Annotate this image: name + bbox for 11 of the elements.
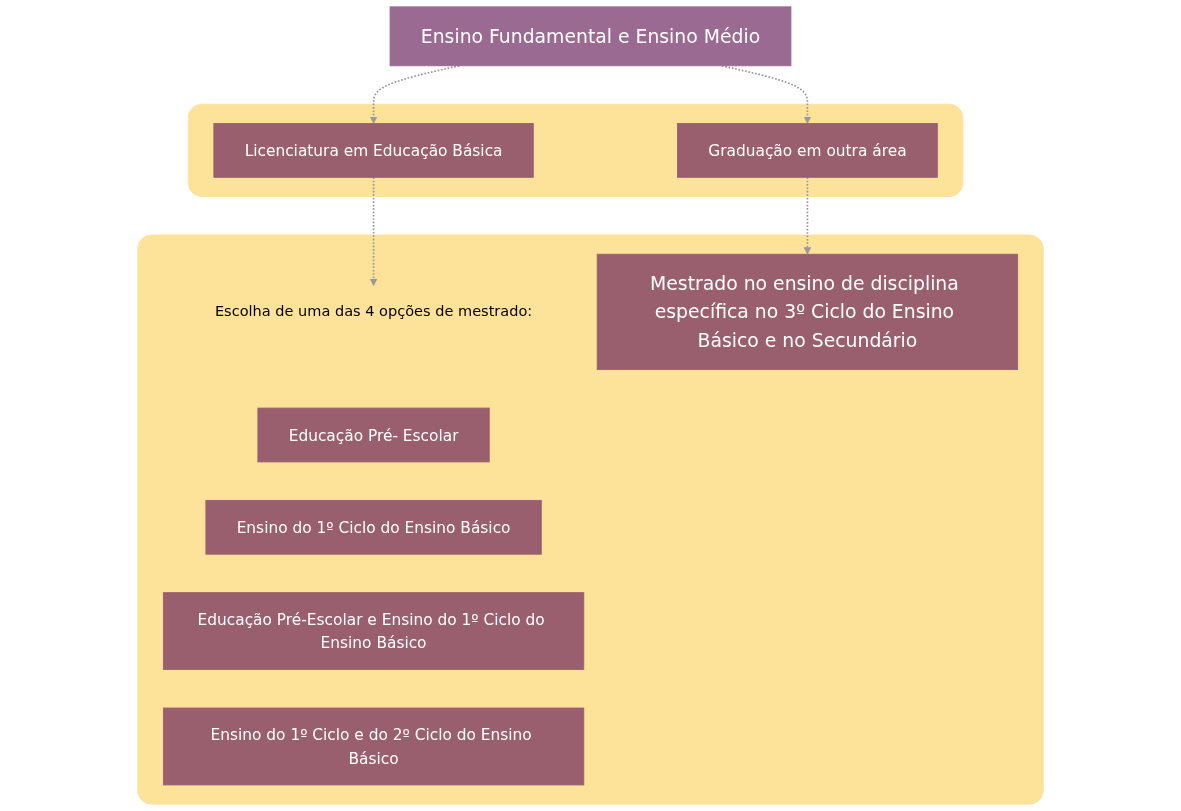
node-text: Escolha de uma das 4 opções de mestrado: xyxy=(214,302,533,320)
node-box: Ensino do 1º Ciclo e do 2º Ciclo do Ensino Básico xyxy=(162,707,585,786)
cluster xyxy=(187,103,964,197)
node-box: Ensino do 1º Ciclo do Ensino Básico xyxy=(205,499,542,555)
node-box: Educação Pré-Escolar e Ensino do 1º Ciclo do Ensino Básico xyxy=(162,592,585,670)
node-box: Educação Pré- Escolar xyxy=(257,407,490,463)
node-box: Ensino Fundamental e Ensino Médio xyxy=(389,6,792,67)
node-box: Mestrado no ensino de disciplina específica no 3º Ciclo do Ensino Básico e no Secundário xyxy=(596,253,1019,371)
cluster xyxy=(137,234,1044,805)
node-box: Graduação em outra área xyxy=(677,123,938,178)
node-box: Licenciatura em Educação Básica xyxy=(213,123,534,178)
